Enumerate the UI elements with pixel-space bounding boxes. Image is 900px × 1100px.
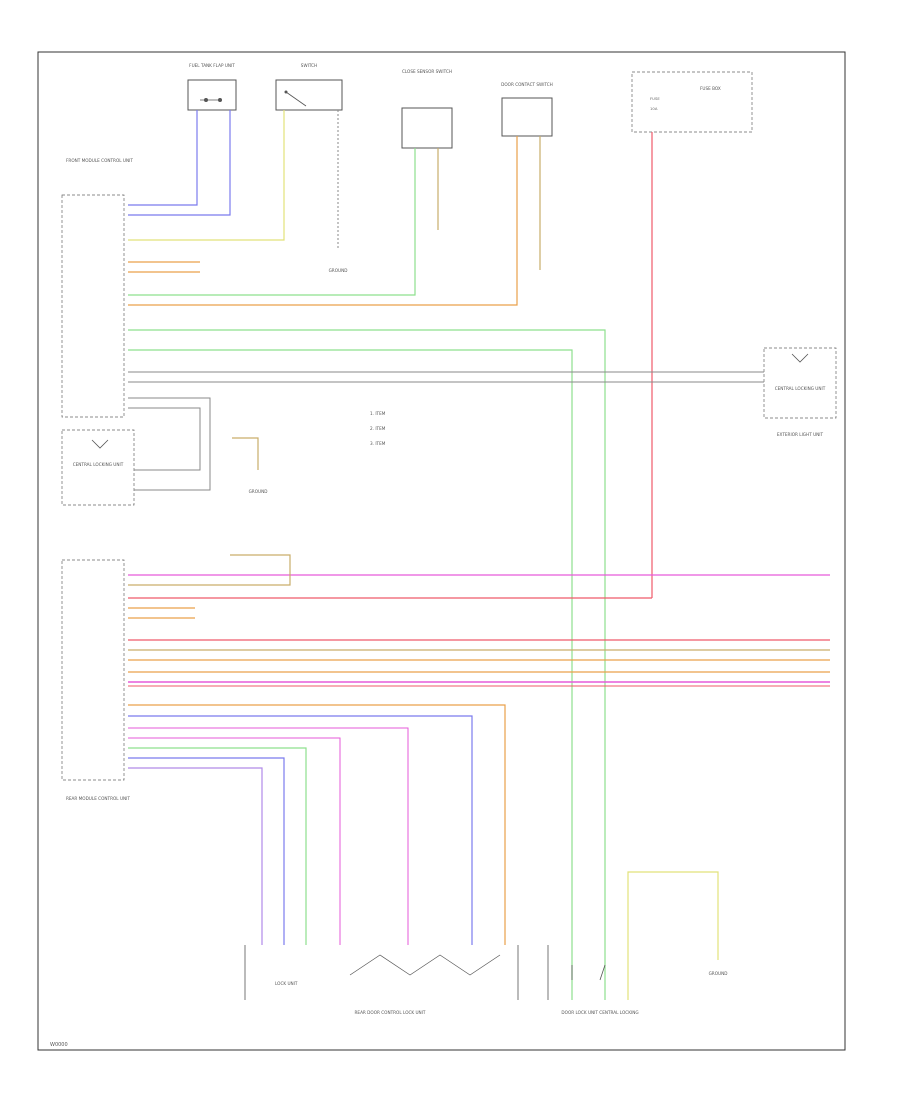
svg-text:FUEL TANK FLAP UNIT: FUEL TANK FLAP UNIT: [189, 63, 235, 68]
svg-text:3. ITEM: 3. ITEM: [370, 441, 386, 446]
svg-text:CLOSE SENSOR SWITCH: CLOSE SENSOR SWITCH: [402, 69, 452, 74]
wires-rear: [128, 554, 830, 1000]
svg-text:FUSE BOX: FUSE BOX: [700, 86, 721, 91]
svg-text:DOOR LOCK UNIT CENTRAL LOCKING: DOOR LOCK UNIT CENTRAL LOCKING: [561, 1010, 638, 1015]
wires-top: [128, 110, 764, 1000]
legend: 1. ITEM 2. ITEM 3. ITEM: [370, 411, 386, 446]
svg-text:1. ITEM: 1. ITEM: [370, 411, 386, 416]
close-sensor-switch: CLOSE SENSOR SWITCH: [401, 69, 453, 149]
svg-text:CENTRAL LOCKING UNIT: CENTRAL LOCKING UNIT: [775, 386, 826, 391]
fuse-box: FUSE BOX FUSE 10A: [631, 71, 753, 133]
svg-text:REAR DOOR CONTROL LOCK UNIT: REAR DOOR CONTROL LOCK UNIT: [355, 1010, 426, 1015]
svg-text:REAR MODULE CONTROL UNIT: REAR MODULE CONTROL UNIT: [66, 796, 130, 801]
svg-text:FUSE: FUSE: [650, 96, 660, 101]
fuel-tank-flap-unit: FUEL TANK FLAP UNIT: [187, 63, 237, 111]
central-locking-unit-right: CENTRAL LOCKING UNIT EXTERIOR LIGHT UNIT: [763, 347, 837, 437]
svg-text:FRONT MODULE CONTROL UNIT: FRONT MODULE CONTROL UNIT: [66, 158, 133, 163]
switch-top-2: SWITCH: [275, 63, 343, 111]
svg-text:GROUND: GROUND: [249, 489, 268, 494]
svg-text:GROUND: GROUND: [709, 971, 728, 976]
footer-code: W0000: [50, 1042, 68, 1048]
front-module-control-unit: FRONT MODULE CONTROL UNIT: [61, 158, 133, 418]
svg-text:SWITCH: SWITCH: [301, 63, 317, 68]
rear-module-control-unit: REAR MODULE CONTROL UNIT: [61, 559, 130, 801]
svg-text:GROUND: GROUND: [329, 268, 348, 273]
svg-text:2. ITEM: 2. ITEM: [370, 426, 386, 431]
diagram-frame: [37, 51, 846, 1051]
svg-text:LOCK UNIT: LOCK UNIT: [275, 981, 298, 986]
rear-door-lock-unit: LOCK UNIT REAR DOOR CONTROL LOCK UNIT: [244, 945, 519, 1015]
svg-text:CENTRAL LOCKING UNIT: CENTRAL LOCKING UNIT: [73, 462, 124, 467]
ground-labels: GROUND GROUND GROUND: [249, 268, 728, 976]
svg-text:DOOR CONTACT SWITCH: DOOR CONTACT SWITCH: [501, 82, 553, 87]
svg-text:EXTERIOR LIGHT UNIT: EXTERIOR LIGHT UNIT: [777, 432, 824, 437]
svg-text:10A: 10A: [650, 106, 658, 111]
door-lock-central-unit: DOOR LOCK UNIT CENTRAL LOCKING: [547, 945, 639, 1015]
door-contact-switch: DOOR CONTACT SWITCH: [501, 82, 553, 137]
central-locking-unit-left: CENTRAL LOCKING UNIT: [61, 429, 135, 506]
